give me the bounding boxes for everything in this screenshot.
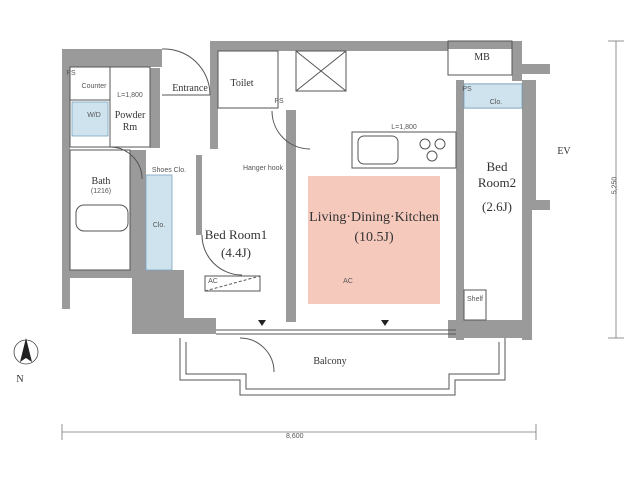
counter-label: Counter [81, 83, 107, 90]
compass-label: N [16, 374, 24, 385]
bedroom2-label: Bed [486, 159, 508, 174]
door-arrow-right [381, 320, 389, 326]
wd-label: W/D [87, 112, 101, 119]
bedroom1-label: Bed Room1 [204, 227, 268, 242]
bedroom2-size: (2.6J) [482, 199, 512, 214]
entrance-label: Entrance [172, 83, 208, 94]
ac-label-1: AC [208, 278, 218, 285]
counter-dim: L=1,800 [117, 92, 143, 99]
closet-label: Clo. [152, 222, 166, 229]
compass-icon [13, 338, 39, 365]
closet2-label: Clo. [489, 99, 503, 106]
toilet-label: Toilet [230, 78, 254, 89]
ps-label-2: PS [274, 98, 284, 105]
bedroom2-label-2: Room2 [477, 175, 517, 190]
ps-label-1: PS [66, 70, 76, 77]
shelf-label: Shelf [467, 296, 483, 303]
ev-label: EV [557, 146, 571, 157]
bedroom1-size: (4.4J) [221, 245, 251, 260]
shoes-closet-label: Shoes Clo. [151, 167, 187, 174]
bath-label: Bath [91, 176, 111, 187]
powder-room-label: Powder [114, 110, 146, 121]
bath-size: (1216) [90, 188, 112, 195]
width-dimension: 8,600 [286, 433, 304, 440]
door-arrow-left [258, 320, 266, 326]
depth-dimension: 5,250 [611, 176, 619, 195]
hanger-hook-label: Hanger hook [242, 165, 284, 172]
ldk-label: Living·Dining·Kitchen [309, 210, 439, 225]
ps-label-3: PS [462, 86, 472, 93]
ldk-size: (10.5J) [354, 230, 394, 245]
dimension-lines [61, 40, 624, 440]
ldk-highlight [308, 176, 440, 304]
kitchen-dim: L=1,800 [391, 124, 417, 131]
powder-room-label-2: Rm [122, 122, 138, 133]
ac-label-2: AC [343, 278, 353, 285]
mb-label: MB [474, 52, 490, 63]
balcony-label: Balcony [313, 356, 347, 367]
closet-fills [71, 83, 523, 271]
walls [62, 41, 550, 340]
